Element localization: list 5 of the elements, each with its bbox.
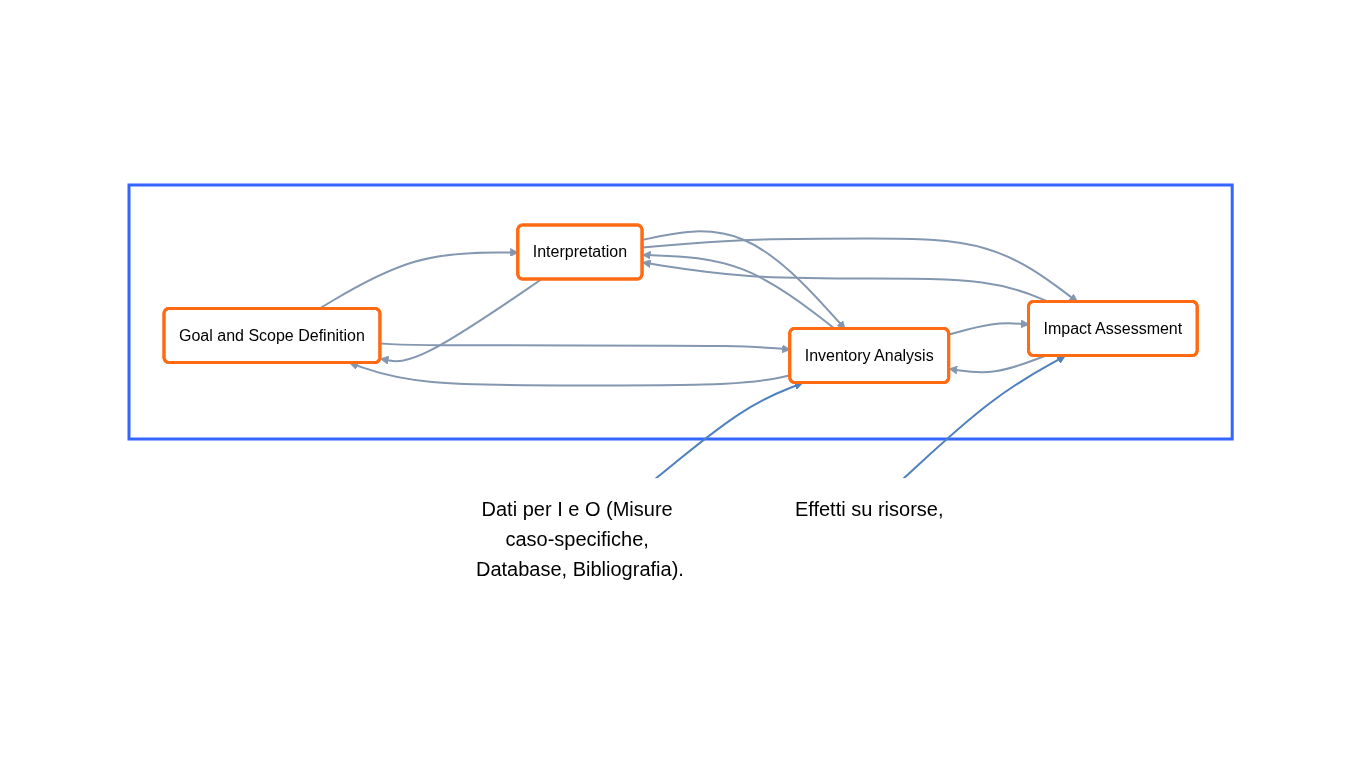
cluster <box>127 183 1234 441</box>
node-text: Dati per I e O (Misure caso-specifiche, Database, Bibliografia). <box>475 498 684 580</box>
arrow <box>901 355 1066 481</box>
arrow <box>653 381 803 481</box>
node-text: Effetti su risorse, <box>794 498 944 520</box>
